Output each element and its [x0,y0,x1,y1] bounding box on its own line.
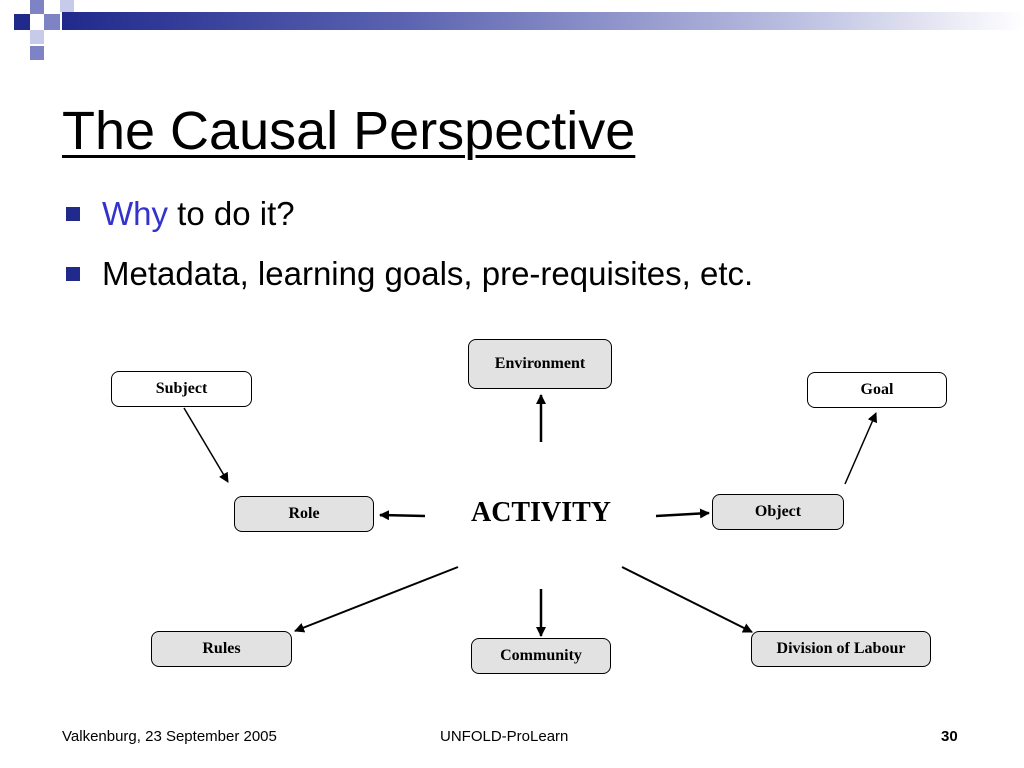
deco-square [60,0,74,12]
bullet-item: Metadata, learning goals, pre-requisites… [66,252,753,312]
slide-title: The Causal Perspective [62,101,636,161]
arrow-subject-to-role [183,407,229,483]
arrow-to-goal [844,412,877,485]
node-division-of-labour: Division of Labour [751,631,931,667]
slide-decoration [0,0,1024,64]
deco-square [30,0,44,14]
node-subject: Subject [111,371,252,407]
arrow-to-division [621,566,753,633]
node-community: Community [471,638,611,674]
bullet-text: Metadata, learning goals, pre-requisites… [102,255,754,292]
bullet-list: Why to do it? Metadata, learning goals, … [66,192,753,312]
deco-square [44,14,60,30]
header-gradient-band [62,12,1024,30]
deco-square [30,46,44,60]
bullet-text: to do it? [168,195,295,232]
footer-project: UNFOLD-ProLearn [440,728,569,745]
footer-date-location: Valkenburg, 23 September 2005 [62,728,277,745]
bullet-square-icon [66,207,80,221]
activity-label: ACTIVITY [470,497,612,528]
bullet-square-icon [66,267,80,281]
node-rules: Rules [151,631,292,667]
arrow-to-rules [294,566,459,633]
arrow-to-role [379,510,426,521]
bullet-item: Why to do it? [66,192,753,252]
arrow-to-object [655,508,710,519]
node-environment: Environment [468,339,612,389]
node-goal: Goal [807,372,947,408]
deco-square [14,14,30,30]
node-role: Role [234,496,374,532]
page-number: 30 [941,728,958,745]
node-object: Object [712,494,844,530]
deco-square [30,30,44,44]
bullet-highlight: Why [102,195,168,232]
